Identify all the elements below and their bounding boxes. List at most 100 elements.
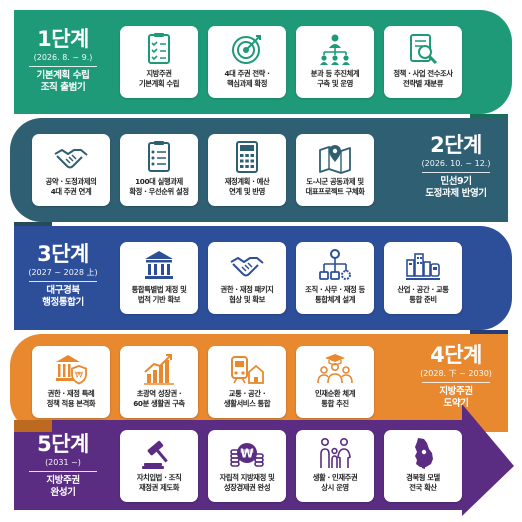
clipboard-list-icon bbox=[141, 140, 177, 174]
turn-shade-3 bbox=[470, 330, 508, 334]
building-shield-icon: ₩ bbox=[53, 352, 89, 386]
card-line: 생활 · 인재주권 bbox=[312, 473, 358, 482]
handshake-icon bbox=[53, 140, 89, 174]
stage-2-label: 2단계 (2026. 10. ~ 12.) 민선9기 도정과제 반영기 bbox=[406, 133, 506, 200]
government-building-icon bbox=[141, 248, 177, 282]
card-line: 분과 등 추진체계 bbox=[310, 69, 360, 78]
stage-4-title: 4단계 bbox=[430, 343, 482, 367]
card-line: 확정 · 우선순위 설정 bbox=[129, 187, 189, 196]
stage-2-period: (2026. 10. ~ 12.) bbox=[421, 159, 491, 168]
card-line: 인재순환 체계 bbox=[314, 389, 356, 398]
card-line: 법적 기반 확보 bbox=[137, 295, 181, 304]
won-coin-icon: ₩ bbox=[229, 436, 265, 470]
card-line: 통합 준비 bbox=[409, 295, 437, 304]
card-line: 자치입법 · 조직 bbox=[136, 473, 182, 482]
gavel-icon bbox=[141, 436, 177, 470]
handshake-icon bbox=[229, 248, 265, 282]
card-line: 초광역 성장권 · bbox=[136, 389, 182, 398]
org-chart-icon bbox=[317, 32, 353, 66]
stage-4-card-3: 교통 · 공간 ·생활서비스 통합 bbox=[208, 346, 286, 418]
card-line: 100대 실행과제 bbox=[135, 177, 183, 186]
korea-map-icon bbox=[405, 436, 441, 470]
card-line: 권한 · 재정 패키지 bbox=[220, 285, 274, 294]
turn-shade-4 bbox=[14, 420, 52, 432]
graduation-people-icon bbox=[317, 352, 353, 386]
card-line: 협상 및 확보 bbox=[229, 295, 265, 304]
card-line: 정책 · 사업 전수조사 bbox=[393, 69, 453, 78]
card-line: 기본계획 수립 bbox=[138, 79, 180, 88]
card-line: 자립적 지방재정 및 bbox=[219, 473, 275, 482]
stage-2-subtitle-1: 민선9기 bbox=[440, 176, 472, 187]
stage-4-card-2: 초광역 성장권 ·60분 생활권 구축 bbox=[120, 346, 198, 418]
card-line: 지방주권 bbox=[146, 69, 172, 78]
magnifier-document-icon bbox=[405, 32, 441, 66]
map-pin-icon bbox=[317, 140, 353, 174]
svg-text:₩: ₩ bbox=[240, 447, 254, 461]
stage-3-period: (2027 ~ 2028 上) bbox=[28, 268, 98, 277]
growth-chart-icon bbox=[141, 352, 177, 386]
stage-5-label: 5단계 (2031 ~) 지방주권 완성기 bbox=[18, 432, 108, 499]
stage-3-divider bbox=[29, 281, 97, 282]
stage-1-subtitle-2: 조직 출범기 bbox=[40, 82, 86, 93]
card-line: 정책 적용 본격화 bbox=[46, 399, 96, 408]
card-line: 재정계획 · 예산 bbox=[224, 177, 270, 186]
stage-4-subtitle-2: 도약기 bbox=[443, 398, 469, 409]
turn-shade-2 bbox=[14, 222, 52, 226]
stage-3-label: 3단계 (2027 ~ 2028 上) 대구경북 행정통합기 bbox=[18, 242, 108, 309]
stage-5-title: 5단계 bbox=[37, 432, 89, 456]
stage-1-card-2: 4대 주권 전략 ·핵심과제 확정 bbox=[208, 26, 286, 98]
train-house-icon bbox=[229, 352, 265, 386]
stage-1-title: 1단계 bbox=[37, 27, 89, 51]
stage-3-subtitle-1: 대구경북 bbox=[46, 285, 80, 296]
turn-shade-1 bbox=[470, 114, 508, 118]
calculator-icon bbox=[229, 140, 265, 174]
stage-4-subtitle-1: 지방주권 bbox=[439, 386, 473, 397]
card-line: 4대 주권 연계 bbox=[50, 187, 92, 196]
network-gear-icon bbox=[317, 248, 353, 282]
card-line: 전국 확산 bbox=[409, 483, 437, 492]
stage-5-subtitle-1: 지방주권 bbox=[46, 475, 80, 486]
checklist-icon bbox=[141, 32, 177, 66]
family-icon bbox=[317, 436, 353, 470]
stage-5-period: (2031 ~) bbox=[45, 458, 81, 467]
card-line: 재정권 제도화 bbox=[138, 483, 180, 492]
stage-4-divider bbox=[422, 382, 490, 383]
stage-1-divider bbox=[29, 66, 97, 67]
card-line: 조직 · 사무 · 재정 등 bbox=[305, 285, 365, 294]
card-line: 60분 생활권 구축 bbox=[133, 399, 185, 408]
stage-3-title: 3단계 bbox=[37, 242, 89, 266]
card-line: 구축 및 운영 bbox=[317, 79, 353, 88]
svg-text:₩: ₩ bbox=[75, 371, 83, 380]
card-line: 공약 · 도정과제의 bbox=[45, 177, 97, 186]
card-line: 통합특별법 제정 및 bbox=[131, 285, 187, 294]
stage-1-subtitle-1: 기본계획 수립 bbox=[36, 70, 90, 81]
stage-1-label: 1단계 (2026. 8. ~ 9.) 기본계획 수립 조직 출범기 bbox=[18, 27, 108, 94]
card-line: 산업 · 공간 · 교통 bbox=[397, 285, 449, 294]
card-line: 대표프로젝트 구체화 bbox=[305, 187, 365, 196]
card-line: 도-시군 공동과제 및 bbox=[306, 177, 364, 186]
stage-1-period: (2026. 8. ~ 9.) bbox=[33, 53, 93, 62]
card-line: 통합체계 설계 bbox=[314, 295, 356, 304]
stage-3-subtitle-2: 행정통합기 bbox=[42, 297, 84, 308]
stage-2-divider bbox=[422, 172, 490, 173]
card-line: 교통 · 공간 · bbox=[228, 389, 266, 398]
city-train-icon bbox=[405, 248, 441, 282]
stage-2-subtitle-2: 도정과제 반영기 bbox=[425, 188, 487, 199]
card-line: 연계 및 반영 bbox=[229, 187, 265, 196]
